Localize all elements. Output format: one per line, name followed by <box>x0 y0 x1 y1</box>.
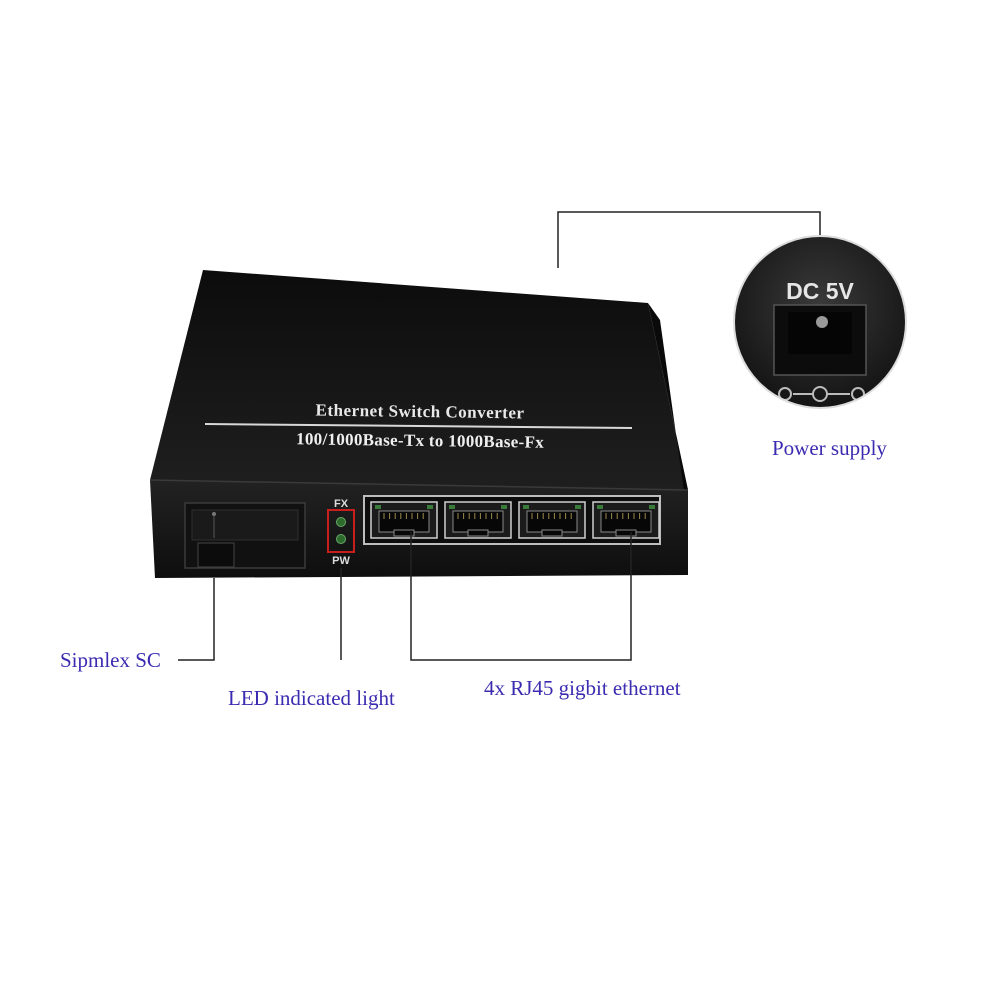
led-label-pw: PW <box>332 555 350 567</box>
led-fx <box>336 517 346 527</box>
led-indicator-block: FX PW <box>327 498 355 567</box>
device-title: Ethernet Switch Converter <box>316 401 525 423</box>
led-label-fx: FX <box>334 498 349 510</box>
callout-led-light: LED indicated light <box>228 686 395 710</box>
led-pw <box>336 534 346 544</box>
led-highlight-box <box>327 509 355 553</box>
rj45-port-1 <box>370 501 438 539</box>
rj45-ports <box>370 501 660 539</box>
device-title-rule <box>204 423 633 429</box>
rj45-port-2 <box>444 501 512 539</box>
power-inset-label: DC 5V <box>786 278 854 304</box>
rj45-port-3 <box>518 501 586 539</box>
power-inset <box>734 236 906 408</box>
leader-rj45 <box>410 532 632 661</box>
dc-jack-icon <box>816 316 828 328</box>
rj45-port-4 <box>592 501 660 539</box>
callout-power-supply: Power supply <box>772 436 887 460</box>
device-subtitle: 100/1000Base-Tx to 1000Base-Fx <box>296 429 544 451</box>
sc-fiber-port <box>184 502 306 569</box>
leader-sc <box>178 578 215 661</box>
device-top-face <box>150 270 688 490</box>
callout-rj45-ports: 4x RJ45 gigbit ethernet <box>484 676 681 700</box>
callout-simplex-sc: Sipmlex SC <box>60 648 161 672</box>
